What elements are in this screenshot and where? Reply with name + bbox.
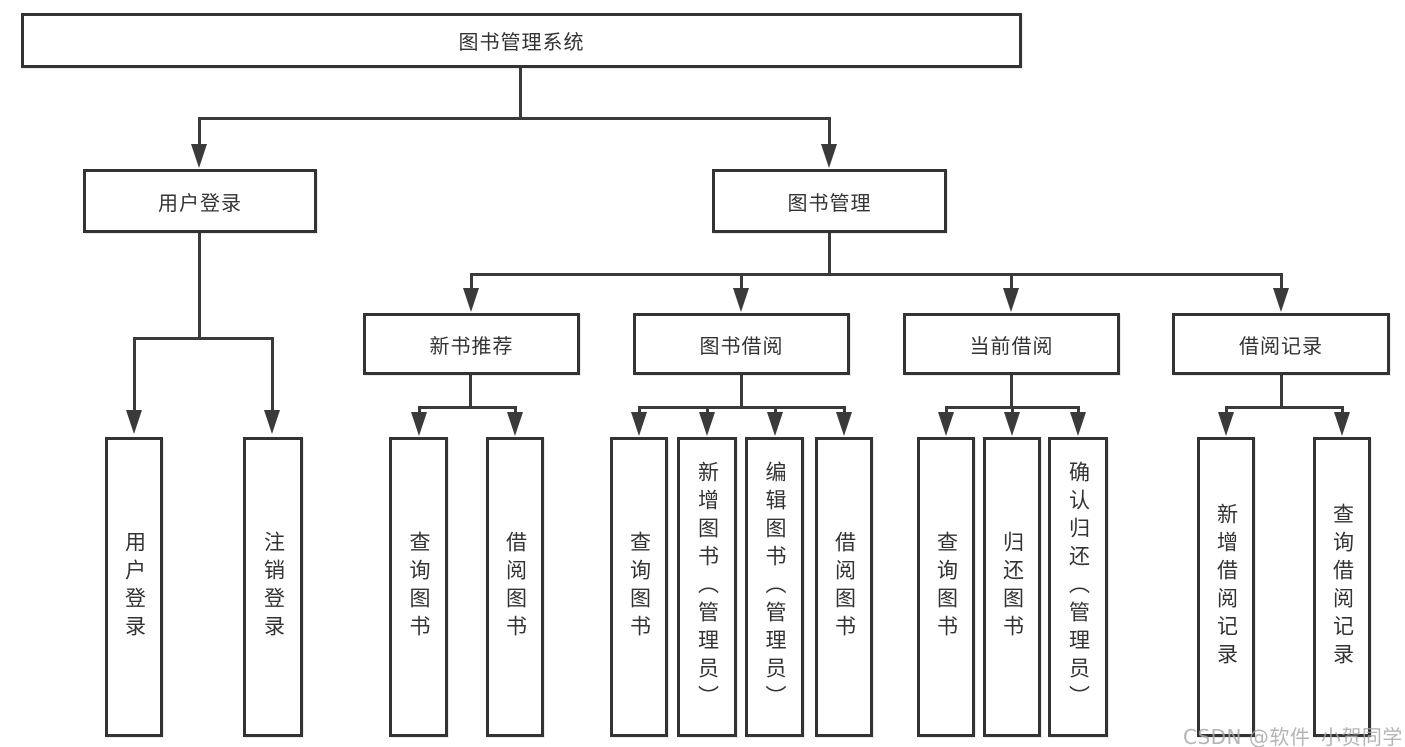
node-leaf-cb-query: 查询图书: [917, 437, 975, 737]
node-new-books-label: 新书推荐: [429, 333, 514, 358]
edge-line: [198, 117, 831, 120]
node-leaf-bb-edit: 编辑图书（管理员）: [745, 437, 804, 737]
edge-line: [198, 232, 201, 338]
node-leaf-bb-edit-label: 编辑图书（管理员）: [763, 461, 787, 713]
edge-line: [1280, 273, 1283, 291]
edge-line: [945, 406, 948, 415]
node-new-books: 新书推荐: [363, 313, 580, 375]
edge-line: [470, 273, 473, 291]
edge-line: [133, 337, 136, 413]
csdn-watermark: CSDN @软件_小贺同学: [1183, 725, 1403, 747]
edge-line: [1225, 406, 1344, 409]
node-leaf-br-add-label: 新增借阅记录: [1214, 503, 1239, 671]
arrowhead-down-icon: [463, 288, 479, 312]
edge-line: [1010, 273, 1013, 291]
node-borrow-records: 借阅记录: [1172, 313, 1390, 375]
arrowhead-down-icon: [631, 412, 647, 436]
edge-line: [740, 273, 743, 291]
node-leaf-bb-borrow-label: 借阅图书: [832, 531, 857, 643]
edge-line: [198, 117, 201, 147]
node-leaf-cb-return-label: 归还图书: [1000, 531, 1025, 643]
node-leaf-bb-add: 新增图书（管理员）: [677, 437, 737, 737]
edge-line: [1225, 406, 1228, 415]
edge-line: [638, 406, 846, 409]
edge-line: [470, 273, 1282, 276]
edge-line: [638, 406, 641, 415]
node-book-mgmt-label: 图书管理: [787, 190, 872, 215]
node-leaf-nb-query: 查询图书: [389, 437, 448, 737]
edge-line: [706, 406, 709, 415]
edge-line: [828, 233, 831, 274]
edge-line: [418, 406, 517, 409]
edge-line: [740, 375, 743, 407]
node-leaf-bb-query: 查询图书: [610, 437, 668, 737]
node-borrowing-label: 图书借阅: [699, 333, 784, 358]
node-leaf-br-query: 查询借阅记录: [1313, 437, 1371, 737]
edge-line: [1011, 406, 1014, 415]
arrowhead-down-icon: [699, 412, 715, 436]
node-root-label: 图书管理系统: [458, 30, 585, 54]
node-leaf-br-query-label: 查询借阅记录: [1330, 503, 1355, 671]
edge-line: [828, 117, 831, 147]
arrowhead-down-icon: [1003, 288, 1019, 312]
edge-line: [1280, 375, 1283, 407]
arrowhead-down-icon: [126, 410, 142, 434]
arrowhead-down-icon: [1218, 412, 1234, 436]
node-leaf-br-add: 新增借阅记录: [1197, 437, 1255, 737]
node-borrowing: 图书借阅: [633, 313, 850, 375]
arrowhead-down-icon: [938, 412, 954, 436]
node-leaf-cb-query-label: 查询图书: [934, 531, 959, 643]
node-leaf-nb-borrow-label: 借阅图书: [503, 531, 528, 643]
arrowhead-down-icon: [1070, 412, 1086, 436]
arrowhead-down-icon: [191, 144, 207, 168]
arrowhead-down-icon: [1334, 412, 1350, 436]
edge-line: [1010, 375, 1013, 407]
edge-line: [1077, 406, 1080, 415]
node-leaf-cb-return: 归还图书: [983, 437, 1041, 737]
node-root: 图书管理系统: [21, 13, 1022, 68]
node-user-login-label: 用户登录: [158, 190, 242, 215]
node-leaf-nb-query-label: 查询图书: [407, 531, 431, 643]
arrowhead-down-icon: [1004, 412, 1020, 436]
node-leaf-cb-confirm: 确认归还（管理员）: [1048, 437, 1108, 737]
arrowhead-down-icon: [507, 412, 523, 436]
node-book-mgmt: 图书管理: [712, 169, 947, 233]
node-leaf-logout: 注销登录: [243, 437, 303, 737]
node-leaf-logout-label: 注销登录: [261, 531, 286, 643]
node-leaf-bb-borrow: 借阅图书: [815, 437, 873, 737]
edge-line: [469, 375, 472, 407]
edge-line: [514, 406, 517, 415]
node-leaf-cb-confirm-label: 确认归还（管理员）: [1066, 461, 1091, 713]
node-leaf-nb-borrow: 借阅图书: [486, 437, 544, 737]
arrowhead-down-icon: [836, 412, 852, 436]
edge-line: [774, 406, 777, 415]
edge-line: [1341, 406, 1344, 415]
edge-line: [843, 406, 846, 415]
node-current-borrow-label: 当前借阅: [969, 333, 1054, 358]
arrowhead-down-icon: [264, 410, 280, 434]
arrowhead-down-icon: [733, 288, 749, 312]
edge-line: [271, 337, 274, 413]
node-user-login: 用户登录: [83, 169, 317, 233]
node-current-borrow: 当前借阅: [903, 313, 1120, 375]
arrowhead-down-icon: [1273, 288, 1289, 312]
node-leaf-user-login: 用户登录: [105, 437, 163, 737]
node-borrow-records-label: 借阅记录: [1239, 333, 1323, 358]
node-leaf-bb-query-label: 查询图书: [627, 531, 652, 643]
edge-line: [418, 406, 421, 415]
arrowhead-down-icon: [411, 412, 427, 436]
node-leaf-bb-add-label: 新增图书（管理员）: [695, 461, 720, 713]
node-leaf-user-login-label: 用户登录: [122, 531, 147, 643]
edge-line: [133, 337, 274, 340]
arrowhead-down-icon: [821, 144, 837, 168]
edge-line: [519, 68, 522, 117]
arrowhead-down-icon: [767, 412, 783, 436]
